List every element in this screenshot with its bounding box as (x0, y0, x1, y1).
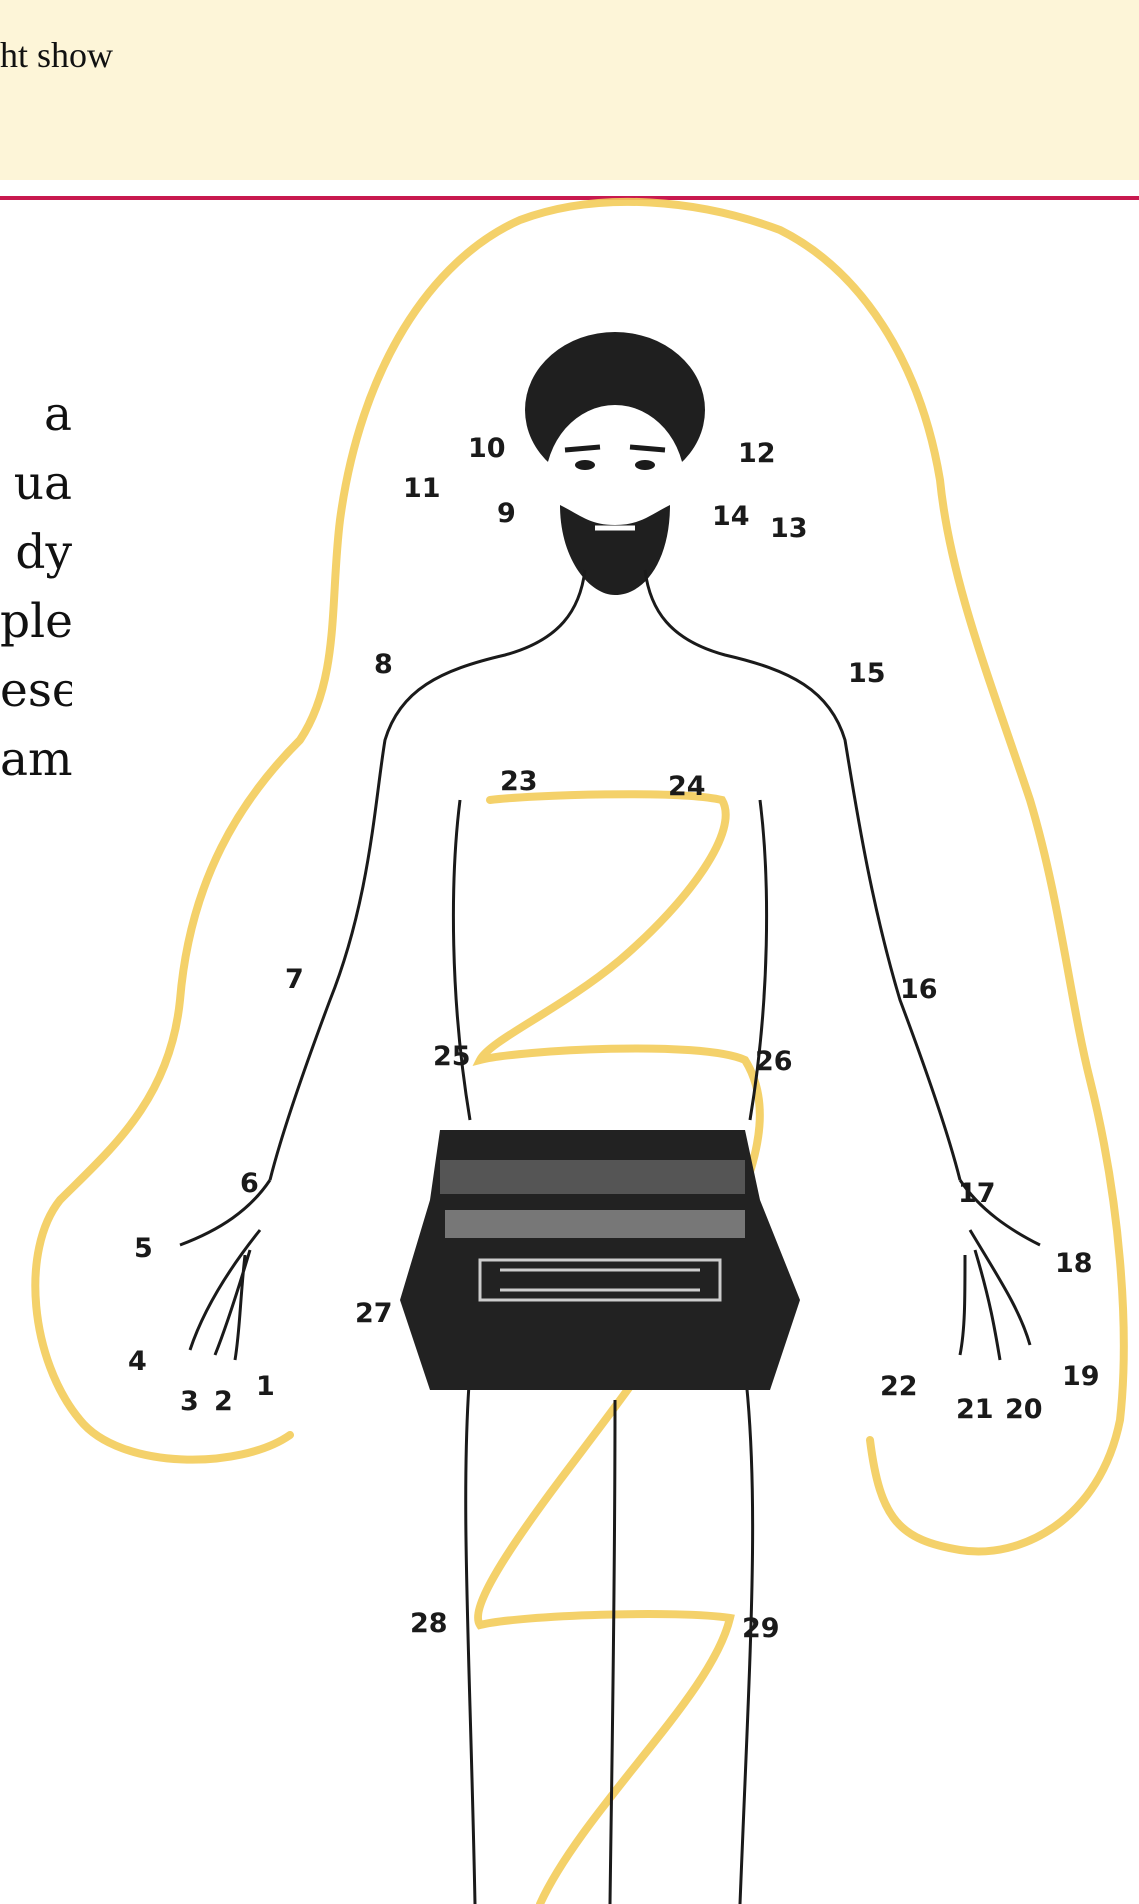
label-7: 7 (285, 964, 304, 995)
label-3: 3 (180, 1386, 199, 1417)
label-21: 21 (956, 1394, 994, 1425)
left-hand (180, 1180, 270, 1360)
label-2: 2 (214, 1386, 233, 1417)
label-6: 6 (240, 1168, 259, 1199)
skirt-band (440, 1160, 745, 1194)
label-10: 10 (468, 433, 506, 464)
label-28: 28 (410, 1608, 448, 1639)
label-27: 27 (355, 1298, 393, 1329)
label-5: 5 (134, 1233, 153, 1264)
label-8: 8 (374, 649, 393, 680)
label-13: 13 (770, 513, 808, 544)
label-11: 11 (403, 473, 441, 504)
label-20: 20 (1005, 1394, 1043, 1425)
label-16: 16 (900, 974, 938, 1005)
label-25: 25 (433, 1041, 471, 1072)
label-1: 1 (256, 1371, 275, 1402)
eye-right (635, 460, 655, 470)
label-23: 23 (500, 766, 538, 797)
label-26: 26 (755, 1046, 793, 1077)
label-9: 9 (497, 498, 516, 529)
label-24: 24 (668, 771, 706, 802)
label-29: 29 (742, 1613, 780, 1644)
label-4: 4 (128, 1346, 147, 1377)
label-14: 14 (712, 501, 750, 532)
label-12: 12 (738, 438, 776, 469)
label-19: 19 (1062, 1361, 1100, 1392)
label-15: 15 (848, 658, 886, 689)
label-18: 18 (1055, 1248, 1093, 1279)
eye-left (575, 460, 595, 470)
label-22: 22 (880, 1371, 918, 1402)
label-17: 17 (958, 1178, 996, 1209)
skirt-band (445, 1210, 745, 1238)
